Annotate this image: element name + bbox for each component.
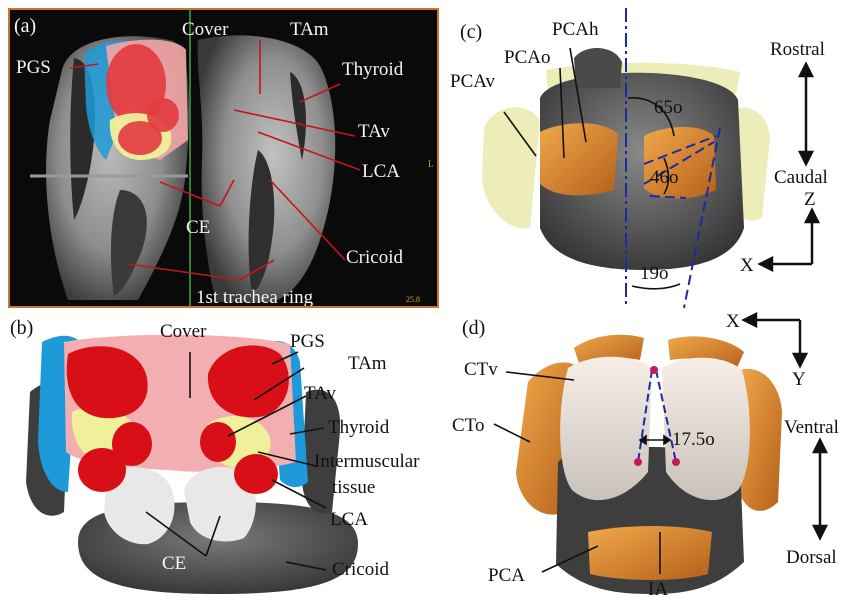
panel-a-tag: (a) (14, 16, 36, 36)
label-lca: LCA (362, 162, 400, 181)
label-cricoid: Cricoid (346, 248, 403, 267)
label-d-ctv: CTv (464, 360, 498, 379)
label-d-pca: PCA (488, 566, 525, 585)
model-c-side-left (482, 107, 540, 228)
label-d-x-axis: X (726, 312, 740, 331)
label-c-caudal: Caudal (774, 168, 828, 187)
model-b-tav-right (200, 422, 236, 462)
label-pgs: PGS (16, 58, 51, 77)
panel-b-tag: (b) (10, 318, 33, 338)
label-cover: Cover (182, 20, 228, 39)
panel-d-angle-arrow (640, 436, 670, 444)
model-c-pca-left (540, 123, 618, 195)
label-marker-l: L (428, 160, 434, 169)
panel-c-tag: (c) (460, 22, 482, 42)
label-c-pcah: PCAh (552, 20, 598, 39)
panel-d-ct-model: (d) CTv CTo 17.5o PCA IA X Y Ventral Dor… (444, 312, 850, 602)
label-c-rostral: Rostral (770, 40, 825, 59)
label-b-thyroid: Thyroid (328, 418, 389, 437)
panel-a-mri-slice: (a) PGS Cover TAm Thyroid TAv LCA CE Cri… (8, 8, 439, 308)
label-tam: TAm (290, 20, 329, 39)
label-c-pcao: PCAo (504, 48, 550, 67)
model-c-top-knob (574, 48, 622, 88)
label-d-cto: CTo (452, 416, 484, 435)
label-scale: 25.8 (406, 296, 420, 304)
panel-b-3d-model: (b) Cover PGS TAm TAv Thyroid Intermuscu… (8, 312, 439, 602)
model-b-lca-right (234, 454, 278, 494)
label-tav: TAv (358, 122, 390, 141)
label-ce: CE (186, 218, 210, 237)
label-thyroid: Thyroid (342, 60, 403, 79)
label-c-angle-46: 46o (650, 168, 679, 187)
label-b-ce: CE (162, 554, 186, 573)
model-d-ctv-left (560, 357, 652, 500)
label-d-ia: IA (648, 580, 668, 599)
label-d-angle-175: 17.5o (672, 430, 715, 449)
panel-d-tag: (d) (462, 318, 485, 338)
label-b-tav: TAv (304, 384, 336, 403)
label-c-x-axis: X (740, 256, 754, 275)
label-c-angle-19: 19o (640, 264, 669, 283)
label-c-z-axis: Z (804, 190, 816, 209)
label-b-lca: LCA (330, 510, 368, 529)
label-c-angle-65: 65o (654, 98, 683, 117)
label-b-tam: TAm (348, 354, 387, 373)
label-first-trachea-ring: 1st trachea ring (196, 288, 313, 307)
panel-c-pca-model: (c) PCAh PCAo PCAv 65o 46o 19o Rostral C… (444, 8, 850, 308)
label-b-intermuscular-2: tissue (332, 478, 375, 497)
label-b-cricoid: Cricoid (332, 560, 389, 579)
label-d-y-axis: Y (792, 370, 806, 389)
label-b-pgs: PGS (290, 332, 325, 351)
label-c-pcav: PCAv (450, 72, 495, 91)
label-b-cover: Cover (160, 322, 206, 341)
model-b-lca-left (78, 448, 126, 492)
model-d-pca (588, 526, 712, 580)
mri-lca-red (118, 121, 162, 155)
label-d-dorsal: Dorsal (786, 548, 837, 567)
label-d-ventral: Ventral (784, 418, 839, 437)
label-b-intermuscular-1: Intermuscular (314, 452, 420, 471)
